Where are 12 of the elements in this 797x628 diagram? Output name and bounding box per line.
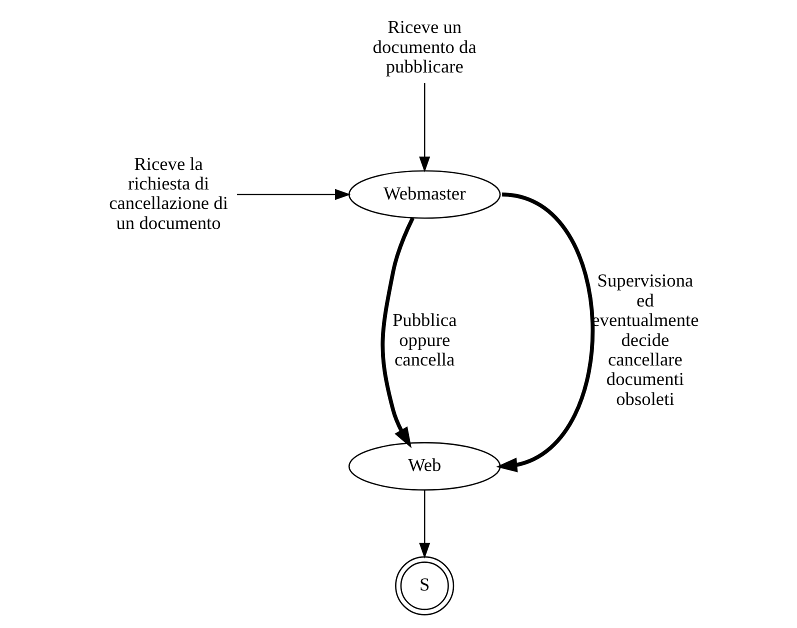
arrow — [418, 83, 430, 172]
arrow — [418, 490, 430, 559]
edge-label: Pubblica oppure cancella — [392, 310, 456, 370]
arrow — [496, 192, 594, 472]
arrow — [236, 188, 350, 200]
node-ellipse: Webmaster — [348, 170, 500, 219]
node-text: Riceve la richiesta di cancellazione di un documento — [108, 154, 228, 233]
edge-label: Supervisiona ed eventualmente decide cancellare documenti obsoleti — [591, 270, 698, 409]
node-text: Riceve un documento da pubblicare — [372, 17, 476, 77]
node-ellipse: Web — [348, 442, 500, 491]
arrow — [380, 217, 414, 448]
node-circle: S — [394, 556, 454, 616]
